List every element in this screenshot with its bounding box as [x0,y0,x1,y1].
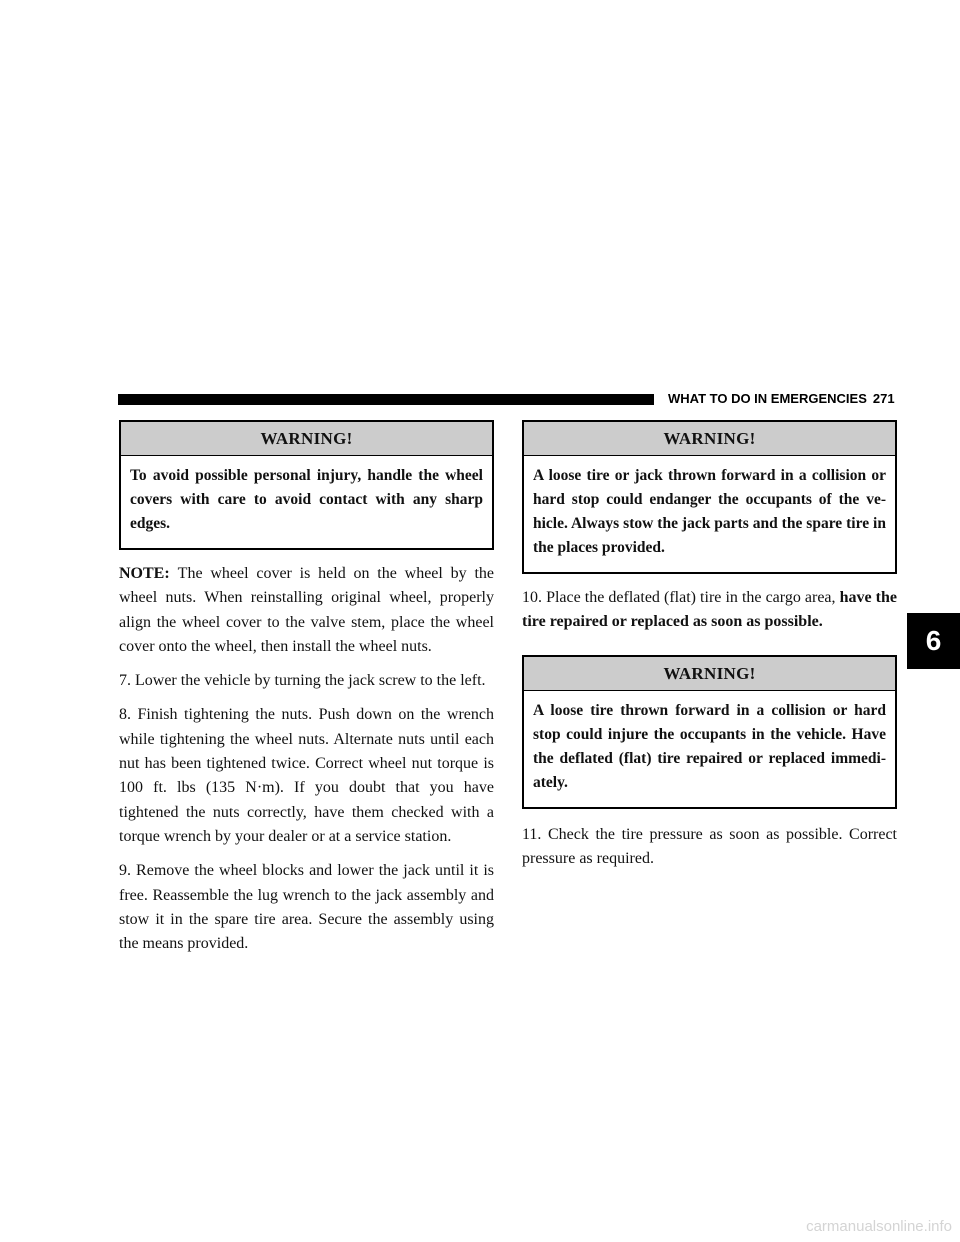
warning-title: WARNING! [121,422,492,456]
watermark: carmanualsonline.info [806,1218,952,1235]
warning-box-wheel-covers: WARNING! To avoid possible personal inju… [119,420,494,550]
running-header: WHAT TO DO IN EMERGENCIES 271 [668,391,895,407]
chapter-tab: 6 [907,613,960,669]
step-10-text: 10. Place the deflated (flat) tire in th… [522,589,840,606]
note-label: NOTE: [119,565,170,582]
step-8: 8. Finish tightening the nuts. Push down… [119,706,494,845]
step-10: 10. Place the deflated (flat) tire in th… [522,586,897,635]
warning-title: WARNING! [524,656,895,691]
header-rule [118,394,654,405]
step-9: 9. Remove the wheel blocks and lower the… [119,862,494,953]
warning-title: WARNING! [524,422,895,456]
step-7: 7. Lower the vehicle by turning the jack… [119,672,486,690]
right-column: WARNING! A loose tire or jack thrown for… [522,420,897,881]
warning-body: To avoid possible personal injury, handl… [130,467,483,532]
warning-body: A loose tire thrown forward in a collisi… [533,701,886,791]
step-10-emphasis: have the tire repaired or replaced as so… [522,589,897,631]
note-paragraph: NOTE:The wheel cover is held on the whee… [119,562,494,659]
warning-box-loose-tire: WARNING! A loose tire thrown forward in … [522,654,897,809]
page-number: 271 [872,391,895,406]
left-column: WARNING! To avoid possible personal inju… [119,420,494,966]
note-text: The wheel cover is held on the wheel by … [119,565,494,655]
warning-body: A loose tire or jack thrown forward in a… [533,467,886,556]
section-title: WHAT TO DO IN EMERGENCIES [668,391,867,406]
warning-box-jack-stow: WARNING! A loose tire or jack thrown for… [522,420,897,574]
step-11: 11. Check the tire pressure as soon as p… [522,825,897,867]
